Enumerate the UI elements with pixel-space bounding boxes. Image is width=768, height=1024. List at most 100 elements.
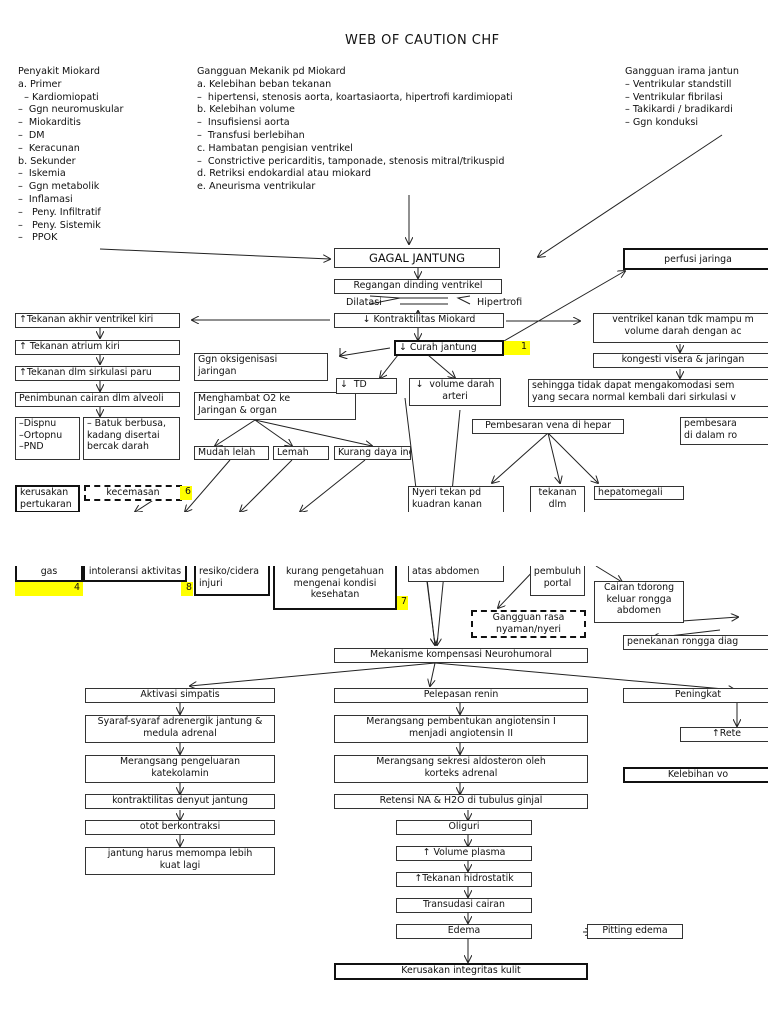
diagnosis-number-badge: 1 <box>504 341 530 355</box>
left-column-line: – Iskemia <box>18 168 66 180</box>
aldosterone-node: Merangsang sekresi aldosteron oleh korte… <box>334 755 588 783</box>
oxygen-inhibit-node: Menghambat O2 ke Jaringan & organ <box>194 392 356 420</box>
memory-loss-node: Kurang daya ingat <box>334 446 411 460</box>
etiology-rhythm-disorder: Gangguan irama jantun– Ventrikular stand… <box>625 66 768 130</box>
left-column-line: b. Sekunder <box>18 155 76 167</box>
enlargement-node: pembesara di dalam ro <box>680 417 768 445</box>
contractility-node: ↓ Kontraktilitas Miokard <box>334 313 504 328</box>
diagnosis-number-badge: 7 <box>397 596 408 610</box>
heart-failure-node: GAGAL JANTUNG <box>334 248 500 268</box>
pitting-edema-node: Pitting edema <box>587 924 683 939</box>
weakness-node: Lemah <box>273 446 329 460</box>
left-column-line: – PPOK <box>18 232 58 244</box>
diagnosis-number-badge: 6 <box>180 486 192 500</box>
renin-node: Pelepasan renin <box>334 688 588 703</box>
alveoli-fluid-node: Penimbunan cairan dlm alveoli <box>15 392 180 407</box>
portal-vessel-node: pembuluh portal <box>530 566 585 596</box>
sympathetic-node: Aktivasi simpatis <box>85 688 275 703</box>
arterial-volume-node: ↓ volume darah arteri <box>409 378 501 406</box>
middle-column-line: d. Retriksi endokardial atau miokard <box>197 168 371 180</box>
venous-return-node: sehingga tidak dapat mengakomodasi sem y… <box>528 379 768 407</box>
dilatation-label: Dilatasi <box>346 297 382 308</box>
cardiac-output-node: ↓ Curah jantung <box>394 340 504 356</box>
right-column-line: – Ggn konduksi <box>625 117 699 129</box>
left-column-line: – Ggn metabolik <box>18 181 100 193</box>
right-column-line: – Takikardi / bradikardi <box>625 104 733 116</box>
hepatomegaly-node: hepatomegali <box>594 486 684 500</box>
left-column-line: a. Primer <box>18 78 62 90</box>
middle-column-line: e. Aneurisma ventrikular <box>197 181 316 193</box>
right-column-line: – Ventrikular standstill <box>625 78 732 90</box>
ascites-node: Cairan tdorong keluar rongga abdomen <box>594 581 684 623</box>
rv-failure-node: ventrikel kanan tdk mampu m volume darah… <box>593 313 768 343</box>
edema-node: Edema <box>396 924 532 939</box>
diaphragm-pressure-node: penekanan rongga diag <box>623 635 768 650</box>
left-column-line: – Ggn neuromuskular <box>18 104 124 116</box>
heart-rate-node: kontraktilitas denyut jantung <box>85 794 275 809</box>
right-column-line: – Ventrikular fibrilasi <box>625 91 723 103</box>
transudation-node: Transudasi cairan <box>396 898 532 913</box>
left-column-line: – DM <box>18 129 45 141</box>
left-column-line: – Kardiomiopati <box>18 91 99 103</box>
discomfort-node: Gangguan rasa nyaman/nyeri <box>471 610 586 638</box>
hypertrophy-label: Hipertrofi <box>477 297 523 308</box>
pulmonary-pressure-node: ↑Tekanan dlm sirkulasi paru <box>15 366 180 381</box>
fluid-excess-node: Kelebihan vo <box>623 767 768 783</box>
neurohumoral-node: Mekanisme kompensasi Neurohumoral <box>334 648 588 663</box>
page-title: WEB OF CAUTION CHF <box>345 33 500 48</box>
diagnosis-number-badge: 4 <box>15 582 83 596</box>
anxiety-node: kecemasan <box>84 485 182 501</box>
tissue-perfusion-node: perfusi jaringa <box>623 248 768 270</box>
hydrostatic-node: ↑Tekanan hidrostatik <box>396 872 532 887</box>
left-column-line: – Miokarditis <box>18 117 81 129</box>
middle-column-line: – Insufisiensi aorta <box>197 117 290 129</box>
visceral-congestion-node: kongesti visera & jaringan <box>593 353 768 368</box>
muscle-contract-node: otot berkontraksi <box>85 820 275 835</box>
tenderness-node: Nyeri tekan pd kuadran kanan <box>408 486 504 513</box>
retention-node: ↑Rete <box>680 727 768 742</box>
middle-column-line: Gangguan Mekanik pd Miokard <box>197 66 346 77</box>
injury-risk-node: resiko/cidera injuri <box>194 566 270 596</box>
plasma-volume-node: ↑ Volume plasma <box>396 846 532 861</box>
wall-stretch-node: Regangan dinding ventrikel <box>334 279 502 294</box>
gas-exchange-node: kerusakan pertukaran <box>15 485 80 513</box>
left-column-line: – Inflamasi <box>18 193 73 205</box>
gas-exchange-node-continued: gas <box>15 566 83 582</box>
middle-column-line: a. Kelebihan beban tekanan <box>197 78 332 90</box>
middle-column-line: – Transfusi berlebihan <box>197 129 305 141</box>
atrial-pressure-node: ↑ Tekanan atrium kiri <box>15 340 180 355</box>
middle-column-line: b. Kelebihan volume <box>197 104 295 116</box>
increase-node: Peningkat <box>623 688 768 703</box>
middle-column-line: – Constrictive pericarditis, tamponade, … <box>197 155 505 167</box>
catecholamine-node: Merangsang pengeluaran katekolamin <box>85 755 275 783</box>
blood-pressure-node: ↓ TD <box>336 378 397 394</box>
page-gap <box>0 512 768 566</box>
oliguria-node: Oliguri <box>396 820 532 835</box>
activity-intolerance-node: intoleransi aktivitas <box>83 566 187 582</box>
left-column-line: – Peny. Infiltratif <box>18 206 101 218</box>
lv-end-pressure-node: ↑Tekanan akhir ventrikel kiri <box>15 313 180 328</box>
angiotensin-node: Merangsang pembentukan angiotensin I men… <box>334 715 588 743</box>
pump-harder-node: jantung harus memompa lebih kuat lagi <box>85 847 275 875</box>
right-column-line: Gangguan irama jantun <box>625 66 739 77</box>
upper-abdomen-node: atas abdomen <box>408 566 504 582</box>
dyspnea-node: –Dispnu –Ortopnu –PND <box>15 417 80 460</box>
cough-node: – Batuk berbusa, kadang disertai bercak … <box>83 417 180 460</box>
diagnosis-number-badge: 8 <box>181 582 193 596</box>
middle-column-line: c. Hambatan pengisian ventrikel <box>197 142 353 154</box>
pressure-node: tekanan dlm <box>530 486 585 513</box>
oxygenation-node: Ggn oksigenisasi jaringan <box>194 353 328 381</box>
hepatic-vein-node: Pembesaran vena di hepar <box>472 419 624 434</box>
left-column-line: – Keracunan <box>18 142 80 154</box>
left-column-line: Penyakit Miokard <box>18 66 100 77</box>
knowledge-deficit-node: kurang pengetahuan mengenai kondisi kese… <box>273 566 397 610</box>
adrenergic-node: Syaraf-syaraf adrenergik jantung & medul… <box>85 715 275 743</box>
skin-integrity-node: Kerusakan integritas kulit <box>334 963 588 980</box>
left-column-line: – Peny. Sistemik <box>18 219 101 231</box>
sodium-retention-node: Retensi NA & H2O di tubulus ginjal <box>334 794 588 809</box>
fatigue-node: Mudah lelah <box>194 446 269 460</box>
middle-column-line: – hipertensi, stenosis aorta, koartasiao… <box>197 91 513 103</box>
